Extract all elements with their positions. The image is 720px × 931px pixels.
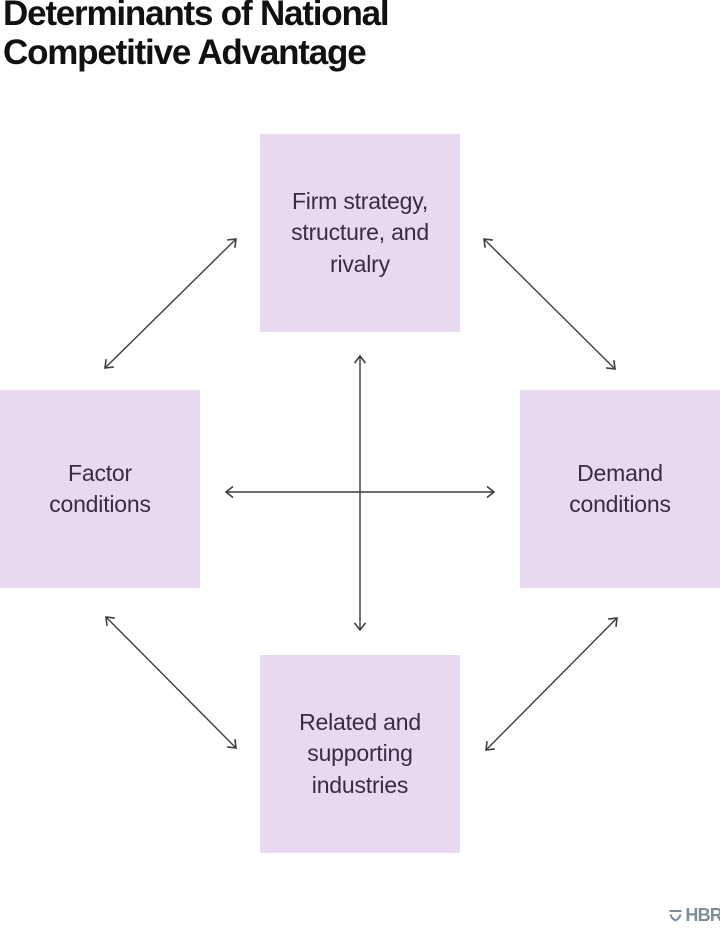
hbr-logo: HBR [668, 905, 720, 926]
node-demand-conditions: Demand conditions [520, 390, 720, 588]
node-label: Firm strategy, structure, and rivalry [291, 187, 429, 277]
hbr-logo-text: HBR [685, 905, 720, 925]
node-label: Demand conditions [569, 459, 671, 518]
hbr-shield-icon [669, 909, 682, 922]
arrow-diagonal-top-right [483, 238, 616, 370]
arrow-diagonal-bottom-right [485, 617, 618, 751]
node-factor-conditions: Factor conditions [0, 390, 200, 588]
node-firm-strategy: Firm strategy, structure, and rivalry [260, 134, 460, 332]
node-label: Related and supporting industries [299, 708, 421, 798]
arrow-diagonal-bottom-left [105, 616, 237, 749]
node-label: Factor conditions [49, 459, 151, 518]
arrow-diagonal-top-left [104, 238, 237, 369]
node-related-supporting-industries: Related and supporting industries [260, 655, 460, 853]
page-title: Determinants of National Competitive Adv… [3, 0, 390, 73]
